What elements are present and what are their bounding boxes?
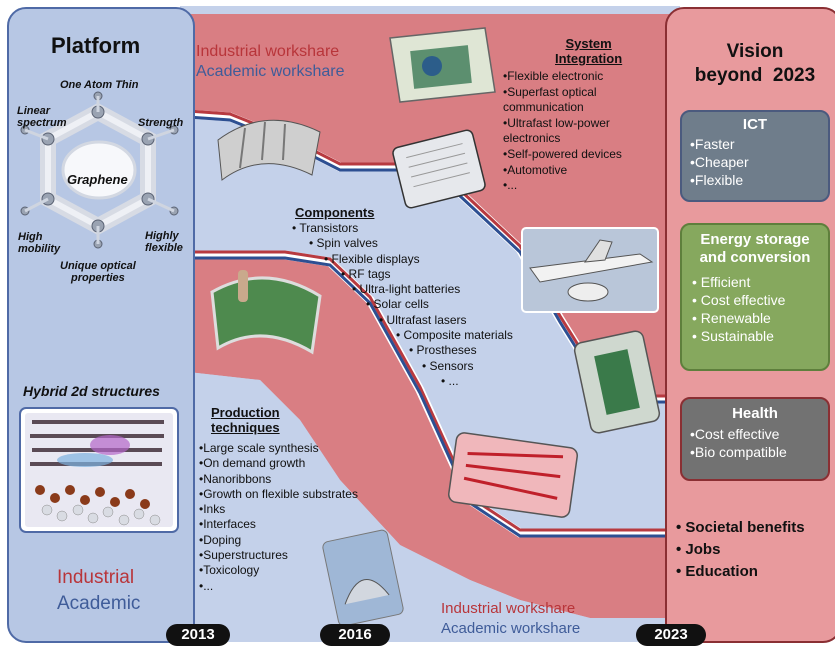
property-one-atom-thin: One Atom Thin (60, 79, 139, 91)
system-item: •... (503, 178, 518, 193)
component-item: • Flexible displays (324, 251, 420, 266)
legend-academic: Academic (57, 593, 141, 614)
property-highly-flexible: Highly flexible (145, 230, 183, 254)
component-item: • ... (441, 373, 459, 388)
industrial-workshare-bottom: Industrial workshare (441, 600, 576, 617)
production-item: •On demand growth (199, 456, 306, 471)
roadmap-line-lower-red (188, 250, 675, 532)
system-item: •Flexible electronic (503, 69, 604, 83)
production-item: •Growth on flexible substrates (199, 486, 358, 501)
ict-box: ICT •Faster •Cheaper •Flexible (680, 110, 830, 202)
production-title: Production techniques (211, 405, 280, 435)
energy-list: • Efficient • Cost effective • Renewable… (692, 273, 822, 345)
component-item: • RF tags (341, 266, 391, 281)
device-image-chip (389, 27, 496, 103)
health-list: •Cost effective •Bio compatible (690, 425, 820, 461)
production-item: •Toxicology (199, 563, 260, 578)
hybrid-2d-label: Hybrid 2d structures (23, 383, 160, 399)
device-image-flexible-strip (217, 119, 321, 181)
system-item: communication (503, 100, 584, 115)
components-list: • Transistors • Spin valves • Flexible d… (292, 221, 513, 389)
system-item: •Automotive (503, 162, 568, 177)
platform-title: Platform (51, 33, 141, 58)
production-item: •Doping (199, 532, 242, 547)
production-item: •Large scale synthesis (199, 441, 319, 455)
health-item: •Bio compatible (690, 444, 787, 460)
production-item: •Superstructures (199, 548, 288, 563)
property-strength: Strength (138, 117, 184, 129)
graphene-hexagon (20, 91, 179, 249)
production-item: •... (199, 578, 214, 593)
property-high-mobility: High mobility (18, 231, 61, 255)
device-image-flex-display (210, 270, 322, 355)
platform-panel (7, 7, 195, 643)
industrial-workshare-top: Industrial workshare (196, 43, 340, 60)
academic-workshare-bottom: Academic workshare (441, 620, 581, 637)
ict-list: •Faster •Cheaper •Flexible (690, 135, 820, 189)
ict-item: •Faster (690, 136, 735, 152)
device-image-airplane-car (521, 227, 659, 313)
system-integration-list: •Flexible electronic •Superfast optical … (503, 69, 622, 194)
device-image-hand-film (322, 529, 404, 627)
system-item: •Self-powered devices (503, 146, 622, 161)
production-item: •Interfaces (199, 517, 256, 532)
academic-workshare-top: Academic workshare (196, 63, 345, 80)
component-item: • Ultra-light batteries (352, 282, 461, 297)
ict-item: •Cheaper (690, 154, 749, 170)
energy-item: • Renewable (692, 310, 771, 326)
ict-item: •Flexible (690, 172, 744, 188)
system-item: •Ultrafast low-power (503, 115, 610, 130)
benefit-item: • Education (676, 563, 758, 580)
device-image-red-laser (448, 432, 578, 518)
graphene-label: Graphene (67, 172, 128, 187)
property-linear-spectrum: Linear spectrum (17, 105, 67, 129)
vision-title: Vision beyond 2023 (694, 41, 816, 86)
energy-title: Energy storage and conversion (699, 231, 811, 266)
component-item: • Solar cells (366, 297, 429, 312)
academic-wedge (188, 372, 675, 642)
device-image-phone (573, 330, 661, 434)
year-badge-2016: 2016 (320, 624, 390, 646)
components-title: Components (295, 205, 375, 220)
component-item: • Sensors (422, 358, 474, 373)
property-unique-optical: Unique optical properties (60, 260, 136, 284)
energy-item: • Efficient (692, 274, 751, 290)
component-item: • Transistors (292, 221, 359, 235)
health-box: Health •Cost effective •Bio compatible (680, 397, 830, 481)
production-item: •Nanoribbons (199, 471, 272, 486)
component-item: • Spin valves (309, 236, 378, 251)
production-list: •Large scale synthesis •On demand growth… (199, 441, 358, 594)
energy-item: • Sustainable (692, 328, 774, 344)
energy-box: Energy storage and conversion • Efficien… (680, 223, 830, 371)
component-item: • Composite materials (396, 328, 513, 343)
ict-title: ICT (742, 116, 768, 133)
system-item: •Superfast optical (503, 84, 597, 99)
year-badge-2023: 2023 (636, 624, 706, 646)
year-badge-2013: 2013 (166, 624, 230, 646)
benefit-item: • Societal benefits (676, 519, 805, 536)
system-item: electronics (503, 131, 561, 146)
production-item: •Inks (199, 502, 226, 517)
component-item: • Ultrafast lasers (379, 312, 467, 327)
energy-item: • Cost effective (692, 292, 786, 308)
legend-industrial: Industrial (57, 567, 135, 588)
component-item: • Prostheses (409, 343, 477, 358)
hybrid-structure-image (19, 407, 179, 533)
benefit-item: • Jobs (676, 541, 721, 558)
system-integration-title: System Integration (555, 36, 623, 66)
health-item: •Cost effective (690, 426, 780, 442)
roadmap-line-lower-blue (188, 256, 675, 538)
health-title: Health (732, 405, 778, 422)
benefits-list: • Societal benefits • Jobs • Education (676, 517, 805, 583)
device-image-e-paper (392, 129, 486, 209)
